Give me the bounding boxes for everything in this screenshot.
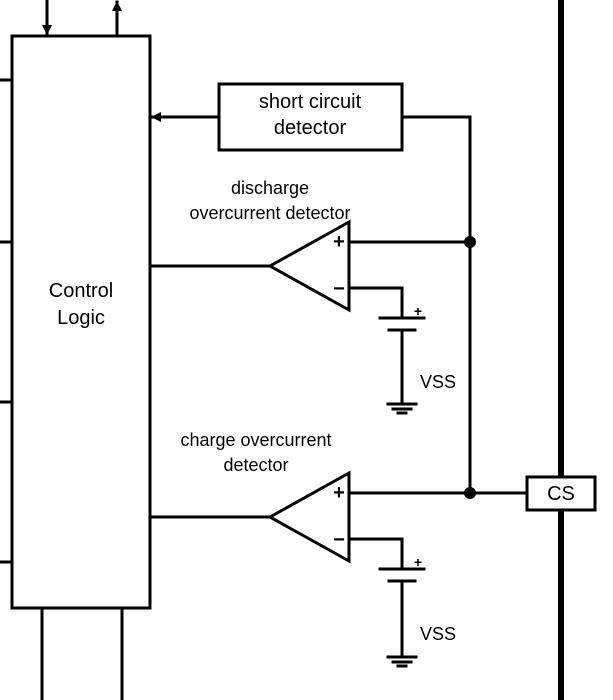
short-circuit-label-line2: detector: [274, 117, 347, 139]
charge-label-line1: charge overcurrent: [180, 430, 331, 450]
vss-label-bottom: VSS: [420, 624, 456, 644]
charge-minus-sign: −: [333, 529, 345, 551]
control-logic-label-line2: Logic: [57, 307, 105, 329]
discharge-comparator: [266, 219, 351, 313]
cs-pin-label: CS: [547, 483, 575, 505]
discharge-minus-wire: [347, 286, 404, 320]
vss-label-top: VSS: [420, 372, 456, 392]
discharge-plus-sign: +: [333, 231, 345, 253]
discharge-label-line2: overcurrent detector: [189, 203, 350, 223]
charge-label-line2: detector: [223, 455, 288, 475]
discharge-junction-dot: [464, 236, 476, 248]
charge-comparator: [266, 470, 351, 564]
discharge-label-line1: discharge: [231, 178, 309, 198]
cs-pin-box: [525, 475, 597, 512]
charge-junction-dot: [464, 487, 476, 499]
short-circuit-input-wire: [400, 115, 472, 495]
short-circuit-label-line1: short circuit: [259, 91, 362, 113]
discharge-battery-plus: +: [414, 303, 422, 319]
control-logic-block: [10, 34, 152, 610]
charge-battery-plus: +: [414, 554, 422, 570]
discharge-minus-sign: −: [333, 278, 345, 300]
charge-minus-wire: [347, 537, 404, 571]
charge-plus-sign: +: [333, 482, 345, 504]
control-logic-label-line1: Control: [49, 280, 113, 302]
